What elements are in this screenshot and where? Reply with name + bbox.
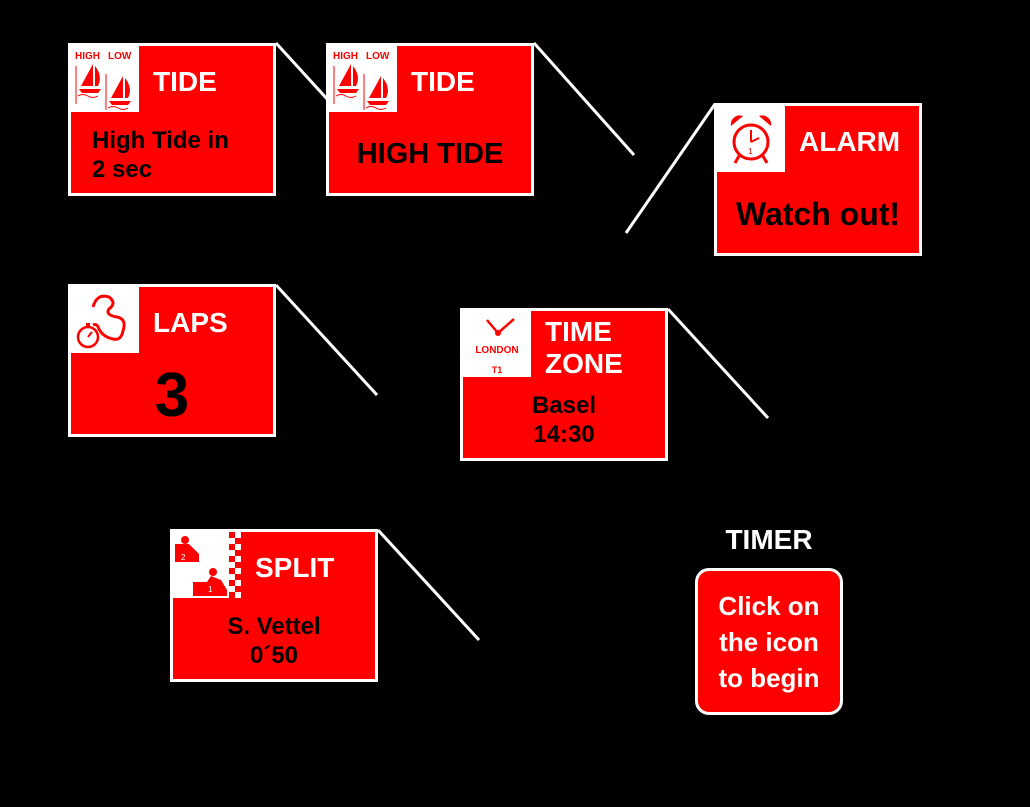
tide-status-line2: 2 sec — [92, 155, 153, 183]
widget-body: 3 — [154, 361, 190, 430]
world-clock-icon[interactable]: LONDON T1 — [463, 311, 531, 377]
icon-pos2: 2 — [181, 553, 186, 562]
connector-tide1 — [274, 41, 330, 102]
alarm-widget[interactable]: 1 ALARM Watch out! — [714, 103, 922, 256]
widget-title: SPLIT — [255, 552, 335, 583]
timer-line1: Click on — [718, 590, 820, 621]
icon-high-label: HIGH — [75, 51, 100, 62]
laps-widget[interactable]: LAPS 3 — [68, 284, 276, 437]
icon-pos1: 1 — [208, 585, 213, 594]
timer-line3: to begin — [718, 662, 820, 693]
motorbike-race-icon[interactable]: 2 1 — [173, 532, 241, 598]
connector-split — [376, 528, 481, 642]
widget-title: LAPS — [153, 307, 228, 338]
widget-title: TIDE — [411, 66, 475, 97]
tide-status-line1: High Tide in — [92, 126, 229, 154]
driver-name: S. Vettel — [227, 612, 321, 640]
icon-low-label: LOW — [366, 51, 390, 62]
icon-city-label: LONDON — [475, 345, 518, 356]
widget-body: Watch out! — [735, 196, 901, 232]
widget-title: TIDE — [153, 66, 217, 97]
connector-timezone — [666, 307, 770, 420]
tide-widget-high[interactable]: HIGH LOW TIDE HIGH TIDE — [326, 43, 534, 196]
timer-title: TIMER — [725, 524, 813, 555]
icon-low-label: LOW — [108, 51, 132, 62]
tide-sailboat-icon[interactable]: HIGH LOW — [71, 46, 139, 112]
connector-tide2 — [532, 42, 636, 156]
timer-start-button[interactable]: Click on the icon to begin — [695, 568, 843, 715]
widget-title: ALARM — [799, 126, 901, 157]
icon-high-label: HIGH — [333, 51, 358, 62]
icon-t1-label: T1 — [492, 365, 503, 375]
widget-body: HIGH TIDE — [356, 138, 504, 170]
connector-alarm — [624, 103, 717, 234]
timer-line2: the icon — [719, 626, 819, 657]
alarm-clock-icon[interactable]: 1 — [717, 106, 785, 172]
alarm-icon-number: 1 — [748, 147, 753, 156]
city-time: 14:30 — [533, 420, 595, 448]
widget-title: TIME ZONE — [545, 316, 623, 380]
title-line1: TIME — [545, 316, 612, 347]
city-name: Basel — [531, 391, 597, 419]
race-track-stopwatch-icon[interactable] — [71, 287, 139, 353]
tide-sailboat-icon[interactable]: HIGH LOW — [329, 46, 397, 112]
split-time: 0´50 — [249, 641, 299, 669]
title-line2: ZONE — [545, 348, 623, 379]
connector-laps — [274, 283, 379, 397]
